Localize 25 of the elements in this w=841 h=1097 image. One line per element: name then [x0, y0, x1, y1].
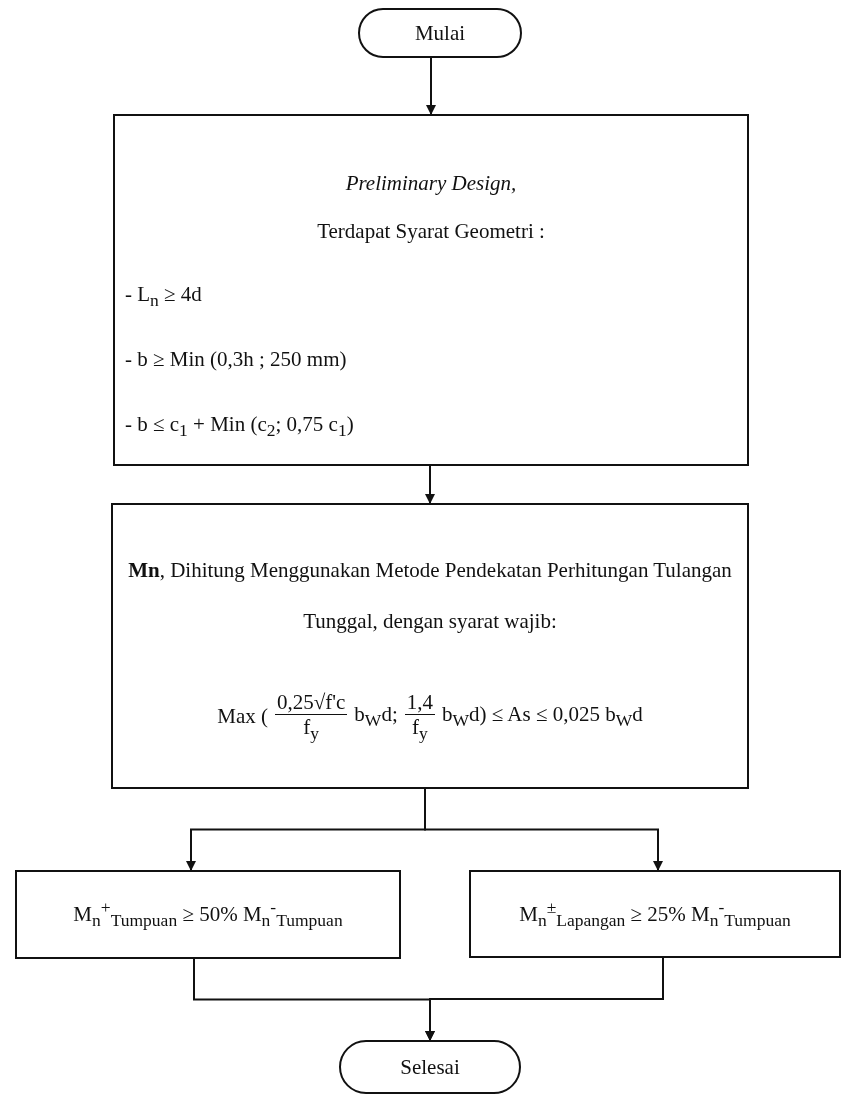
terminal-label: Selesai — [400, 1054, 460, 1080]
end-terminal — [339, 1040, 521, 1094]
condition-text: - b ≥ Min (0,3h ; 250 mm) — [125, 347, 347, 372]
process-box — [111, 503, 749, 789]
heading-text: Preliminary Design, — [344, 171, 518, 196]
paragraph-text: Mn, Dihitung Menggunakan Metode Pendekatan Perhitungan Tulangan Tunggal, dengan syarat wajib: — [127, 557, 733, 635]
fraction-denominator: f$_{y}$ — [303, 715, 320, 744]
formula-text: Max ( — [217, 704, 268, 730]
formula-text: b$_{W}$d; — [354, 702, 398, 732]
terminal-label: Mulai — [414, 20, 466, 46]
start-terminal — [358, 8, 522, 58]
process-box — [469, 870, 841, 958]
fraction-numerator: 1,4 — [404, 690, 435, 716]
heading-text: Terdapat Syarat Geometri : — [316, 219, 546, 244]
arrow — [425, 957, 664, 1041]
process-box — [113, 114, 749, 466]
arrow — [426, 57, 436, 115]
process-box — [15, 870, 401, 959]
formula-text: b$_{W}$d) ≤ As ≤ 0,025 b$_{W}$d — [441, 702, 643, 732]
fraction-denominator: f$_{y}$ — [411, 715, 428, 744]
condition-text: - L$_{n}$ ≥ 4d — [125, 282, 202, 312]
arrow — [424, 788, 663, 871]
fraction-numerator: 0,25√f'c — [274, 690, 348, 716]
arrow — [425, 465, 435, 504]
condition-text: - b ≤ c$_{1}$ + Min (c$_{2}$; 0,75 c$_{1}$) — [125, 412, 354, 442]
